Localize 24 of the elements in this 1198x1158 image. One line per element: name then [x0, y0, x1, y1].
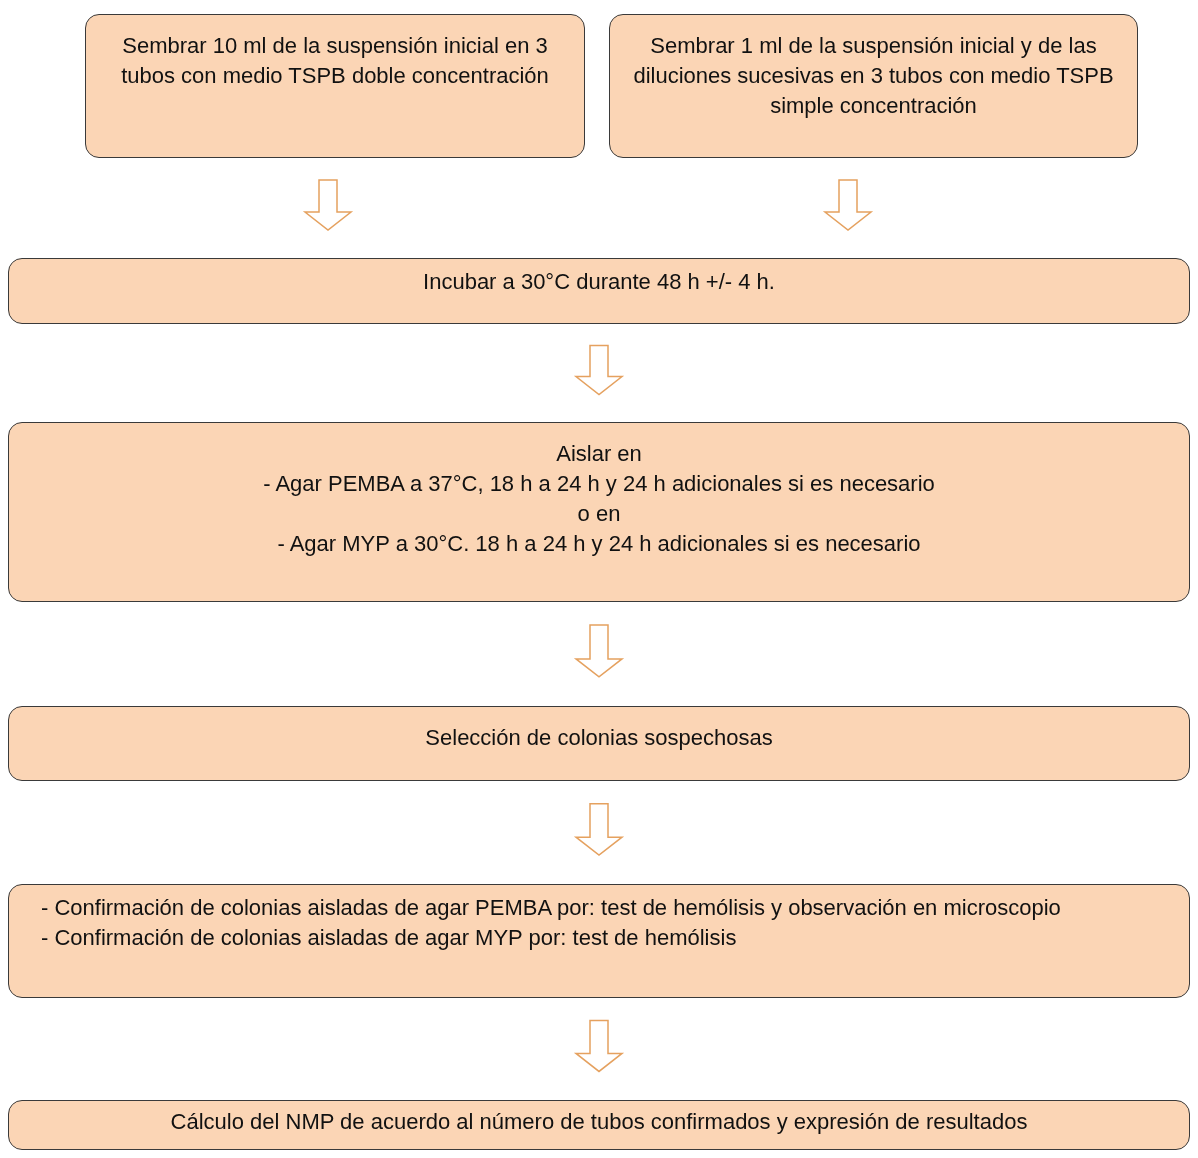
process-box [8, 884, 1190, 998]
block-arrow [573, 1019, 625, 1073]
step-text: Aislar en [555, 440, 643, 468]
step-text: Sembrar 1 ml de la suspensión inicial y de las diluciones sucesivas en 3 tubos con medio TSPB simple concentración [632, 32, 1115, 120]
block-arrow [573, 802, 625, 857]
step-text: Cálculo del NMP de acuerdo al número de tubos confirmados y expresión de resultados [169, 1108, 1029, 1136]
process-box [8, 258, 1190, 324]
step-text: - Confirmación de colonias aisladas de agar MYP por: test de hemólisis [41, 924, 738, 952]
block-arrow [822, 179, 874, 231]
step-text: Sembrar 10 ml de la suspensión inicial en 3 tubos con medio TSPB doble concentración [120, 32, 550, 90]
process-box [8, 422, 1190, 602]
block-arrow [302, 179, 354, 231]
step-text: Incubar a 30°C durante 48 h +/- 4 h. [422, 268, 776, 296]
step-text: - Agar PEMBA a 37°C, 18 h a 24 h y 24 h adicionales si es necesario [262, 470, 936, 498]
process-box [85, 14, 585, 158]
step-text: - Agar MYP a 30°C. 18 h a 24 h y 24 h adicionales si es necesario [276, 530, 922, 558]
step-text: o en [576, 500, 622, 528]
block-arrow [573, 624, 625, 678]
process-box [609, 14, 1138, 158]
process-box [8, 1100, 1190, 1150]
process-box [8, 706, 1190, 781]
step-text: - Confirmación de colonias aisladas de agar PEMBA por: test de hemólisis y observación en microscopio [41, 894, 1062, 922]
step-text: Selección de colonias sospechosas [424, 724, 774, 752]
block-arrow [573, 344, 625, 396]
